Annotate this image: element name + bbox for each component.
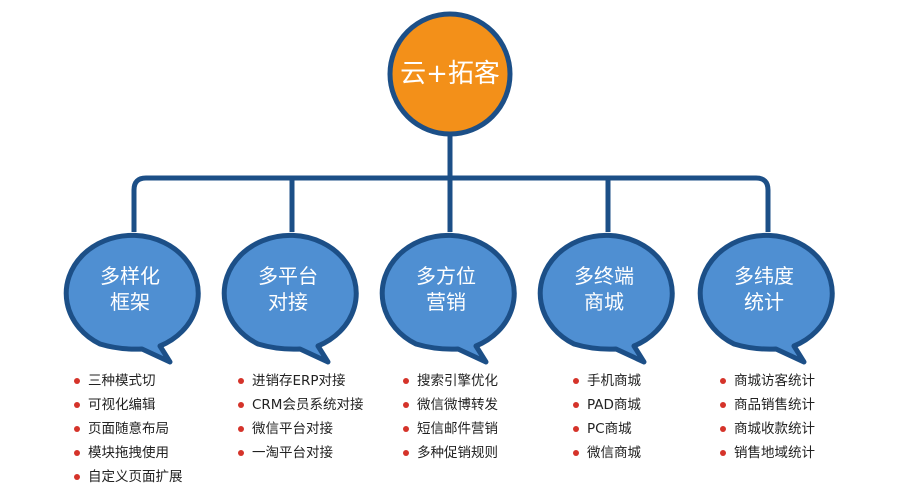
list-item-label: 页面随意布局 (88, 421, 169, 437)
list-item: 商品销售统计 (720, 393, 815, 417)
list-item: 可视化编辑 (74, 393, 183, 417)
list-item: 商城收款统计 (720, 417, 815, 441)
bullet-dot (238, 378, 244, 384)
bullet-dot (74, 426, 80, 432)
feature-list-4: 手机商城 PAD商城 PC商城 微信商城 (573, 369, 641, 465)
list-item-label: PAD商城 (587, 397, 641, 413)
bullet-dot (74, 474, 80, 480)
bullet-dot (573, 402, 579, 408)
node-title-4: 多终端 商城 (539, 263, 669, 315)
list-item-label: 三种模式切 (88, 373, 156, 389)
list-item: 自定义页面扩展 (74, 465, 183, 489)
bullet-dot (238, 426, 244, 432)
node-title-5: 多纬度 统计 (699, 263, 829, 315)
list-item: 页面随意布局 (74, 417, 183, 441)
list-item-label: 微信商城 (587, 445, 641, 461)
root-label: 云+拓客 (400, 59, 500, 89)
bullet-dot (403, 402, 409, 408)
bullet-dot (403, 450, 409, 456)
node-title-1-line1: 多样化 (100, 264, 160, 288)
feature-list-2: 进销存ERP对接 CRM会员系统对接 微信平台对接 一淘平台对接 (238, 369, 363, 465)
speech-bubbles (63, 232, 835, 365)
feature-list-3: 搜索引擎优化 微信微博转发 短信邮件营销 多种促销规则 (403, 369, 498, 465)
node-title-4-line2: 商城 (584, 290, 624, 314)
node-title-3-line2: 营销 (426, 290, 466, 314)
bubble-5 (697, 232, 835, 365)
node-title-3: 多方位 营销 (381, 263, 511, 315)
list-item: CRM会员系统对接 (238, 393, 363, 417)
bubble-4 (537, 232, 675, 365)
list-item-label: 短信邮件营销 (417, 421, 498, 437)
bubble-1 (63, 232, 201, 365)
list-item-label: 微信微博转发 (417, 397, 498, 413)
list-item-label: 一淘平台对接 (252, 445, 333, 461)
list-item-label: 微信平台对接 (252, 421, 333, 437)
list-item: 一淘平台对接 (238, 441, 363, 465)
node-title-5-line1: 多纬度 (734, 264, 794, 288)
bullet-dot (74, 378, 80, 384)
node-title-2-line1: 多平台 (258, 264, 318, 288)
node-title-4-line1: 多终端 (574, 264, 634, 288)
node-title-3-line1: 多方位 (416, 264, 476, 288)
list-item: 微信平台对接 (238, 417, 363, 441)
node-title-2: 多平台 对接 (223, 263, 353, 315)
list-item-label: 多种促销规则 (417, 445, 498, 461)
list-item-label: PC商城 (587, 421, 632, 437)
list-item: 短信邮件营销 (403, 417, 498, 441)
list-item-label: 自定义页面扩展 (88, 469, 183, 485)
list-item: 模块拖拽使用 (74, 441, 183, 465)
bubble-3 (379, 232, 517, 365)
bullet-dot (573, 426, 579, 432)
bullet-dot (403, 378, 409, 384)
list-item: 手机商城 (573, 369, 641, 393)
bullet-dot (74, 450, 80, 456)
list-item: 三种模式切 (74, 369, 183, 393)
bullet-dot (238, 402, 244, 408)
list-item-label: 手机商城 (587, 373, 641, 389)
list-item-label: 进销存ERP对接 (252, 373, 346, 389)
list-item: 微信商城 (573, 441, 641, 465)
bullet-dot (573, 378, 579, 384)
list-item: 销售地域统计 (720, 441, 815, 465)
bullet-dot (720, 402, 726, 408)
bullet-dot (74, 402, 80, 408)
list-item: PC商城 (573, 417, 641, 441)
feature-list-1: 三种模式切 可视化编辑 页面随意布局 模块拖拽使用 自定义页面扩展 (74, 369, 183, 489)
bullet-dot (720, 378, 726, 384)
root-circle (387, 11, 513, 137)
list-item-label: 模块拖拽使用 (88, 445, 169, 461)
list-item: 进销存ERP对接 (238, 369, 363, 393)
bullet-dot (720, 450, 726, 456)
list-item-label: 商城访客统计 (734, 373, 815, 389)
list-item-label: 商品销售统计 (734, 397, 815, 413)
list-item: 商城访客统计 (720, 369, 815, 393)
list-item-label: 搜索引擎优化 (417, 373, 498, 389)
bullet-dot (238, 450, 244, 456)
list-item: 微信微博转发 (403, 393, 498, 417)
list-item-label: CRM会员系统对接 (252, 397, 364, 413)
node-title-1-line2: 框架 (110, 290, 150, 314)
list-item-label: 销售地域统计 (734, 445, 815, 461)
node-title-2-line2: 对接 (268, 290, 308, 314)
node-title-5-line2: 统计 (744, 290, 784, 314)
node-title-1: 多样化 框架 (65, 263, 195, 315)
list-item: PAD商城 (573, 393, 641, 417)
list-item-label: 可视化编辑 (88, 397, 156, 413)
list-item: 搜索引擎优化 (403, 369, 498, 393)
bullet-dot (403, 426, 409, 432)
list-item: 多种促销规则 (403, 441, 498, 465)
bubble-2 (221, 232, 359, 365)
list-item-label: 商城收款统计 (734, 421, 815, 437)
feature-list-5: 商城访客统计 商品销售统计 商城收款统计 销售地域统计 (720, 369, 815, 465)
bullet-dot (720, 426, 726, 432)
bullet-dot (573, 450, 579, 456)
connector-lines (131, 128, 771, 232)
